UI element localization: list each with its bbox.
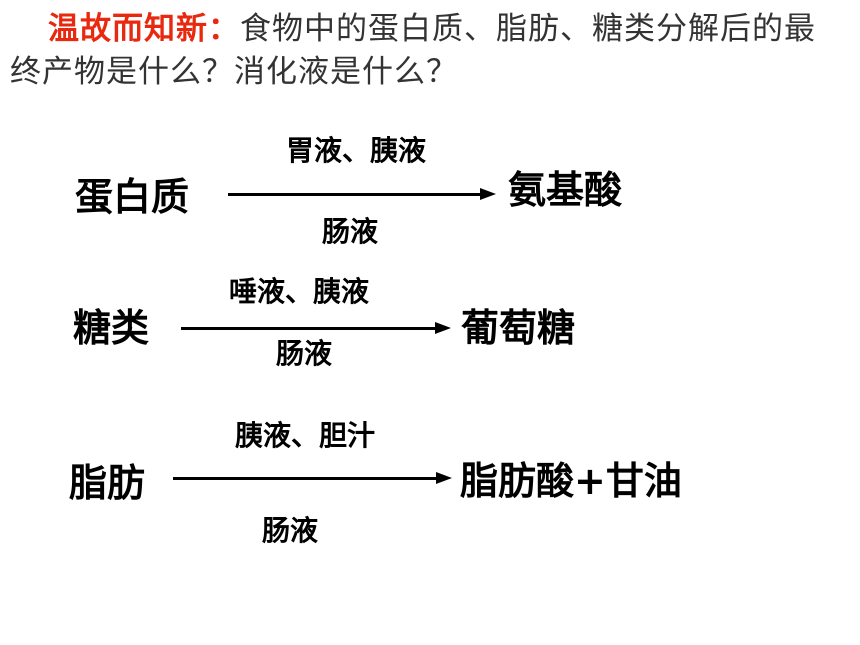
arrowhead-icon [436, 472, 452, 484]
juices-above-fat: 胰液、胆汁 [235, 419, 376, 452]
nutrient-protein: 蛋白质 [75, 175, 190, 219]
nutrient-carbohydrate: 糖类 [73, 306, 150, 350]
arrow-protein [228, 186, 496, 202]
juices-below-fat: 肠液 [262, 514, 319, 547]
arrowhead-icon [480, 188, 496, 200]
product-fatty-acid-glycerol: 脂肪酸+甘油 [460, 459, 682, 503]
juices-above-carbohydrate: 唾液、胰液 [229, 275, 370, 308]
nutrient-fat: 脂肪 [69, 461, 146, 505]
juices-above-protein: 胃液、胰液 [286, 134, 427, 167]
juices-below-protein: 肠液 [322, 215, 379, 248]
arrow-carbohydrate [181, 320, 451, 336]
product-amino-acid: 氨基酸 [508, 168, 623, 212]
heading-lead: 温故而知新： [48, 11, 240, 47]
heading-question: 食物中的蛋白质、脂肪、糖类分解后的最终产物是什么？消化液是什么？ [10, 11, 816, 90]
arrow-fat [173, 470, 452, 486]
arrowhead-icon [435, 322, 451, 334]
product-glucose: 葡萄糖 [461, 306, 576, 350]
slide-heading: 温故而知新：食物中的蛋白质、脂肪、糖类分解后的最终产物是什么？消化液是什么？ [10, 8, 840, 94]
juices-below-carbohydrate: 肠液 [276, 337, 333, 370]
